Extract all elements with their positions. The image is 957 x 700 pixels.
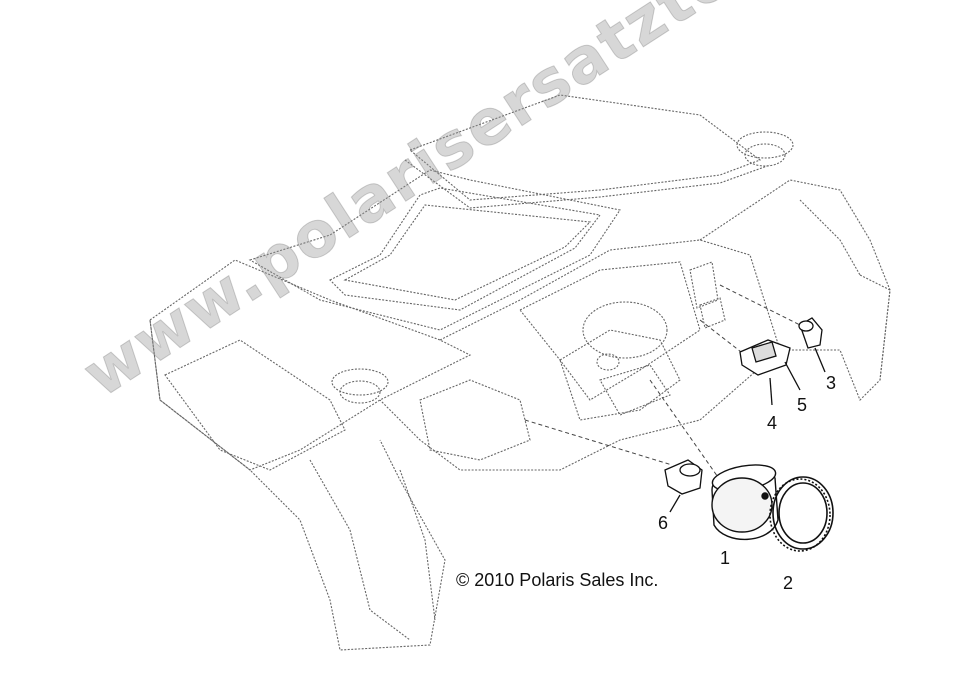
callout-3: 3 xyxy=(826,373,837,393)
part-1-gauge xyxy=(711,464,779,541)
callout-4: 4 xyxy=(767,413,778,433)
callout-2: 2 xyxy=(783,573,794,593)
part-3-bulb-socket xyxy=(798,317,826,373)
dashboard-body xyxy=(149,94,891,651)
part-6-key-switch xyxy=(664,459,703,513)
part-4-5-switch xyxy=(739,339,801,406)
part-2-bezel-ring xyxy=(769,476,834,552)
callout-5: 5 xyxy=(797,395,808,415)
copyright-text: © 2010 Polaris Sales Inc. xyxy=(456,570,659,590)
callout-6: 6 xyxy=(658,513,669,533)
leader-lines xyxy=(524,284,801,481)
callout-1: 1 xyxy=(720,548,731,568)
